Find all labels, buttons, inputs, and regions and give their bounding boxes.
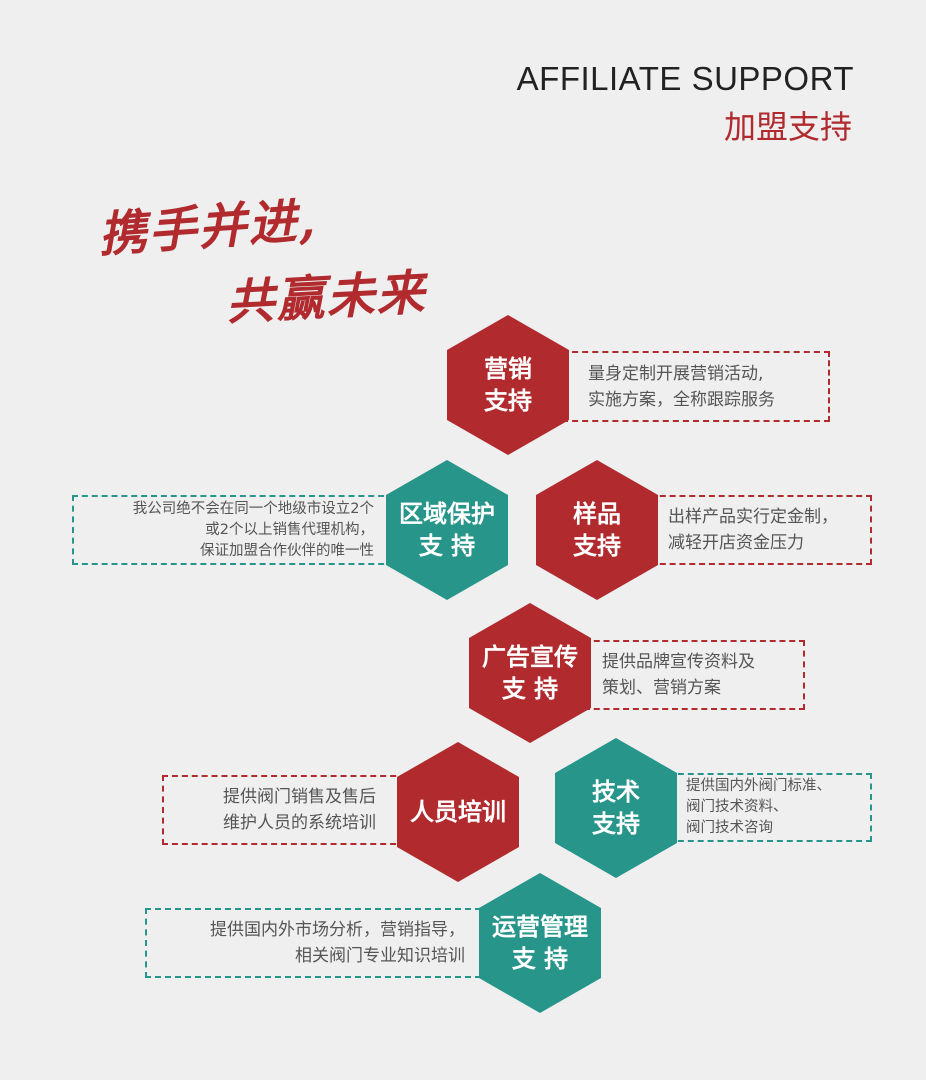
title-english: AFFILIATE SUPPORT (516, 60, 854, 97)
slogan-line-2: 共赢未来 (224, 264, 428, 332)
slogan-line-1: 携手并进, (96, 192, 319, 264)
desc-line: 或2个以上销售代理机构， (205, 521, 374, 538)
hex-title: 营销 (484, 355, 532, 383)
desc-line: 我公司绝不会在同一个地级市设立2个 (132, 500, 374, 517)
hex-title: 支持 (573, 532, 621, 560)
sample-support-description: 出样产品实行定金制， 减轻开店资金压力 (650, 495, 872, 565)
desc-line: 实施方案，全称跟踪服务 (588, 389, 775, 410)
hex-title: 支 持 (511, 945, 569, 973)
hex-title: 支 持 (418, 532, 476, 560)
desc-line: 维护人员的系统培训 (223, 813, 376, 833)
desc-line: 阀门技术咨询 (686, 820, 773, 836)
sample-support-hexagon: 样品 支持 (536, 460, 658, 600)
desc-line: 策划、营销方案 (602, 678, 721, 698)
staff-training-description: 提供阀门销售及售后 维护人员的系统培训 (162, 775, 406, 845)
advertising-support-description: 提供品牌宣传资料及 策划、营销方案 (584, 640, 805, 710)
operations-support-hexagon: 运营管理 支 持 (479, 873, 601, 1013)
desc-line: 阀门技术资料、 (686, 799, 788, 815)
territory-protection-description: 我公司绝不会在同一个地级市设立2个 或2个以上销售代理机构， 保证加盟合作伙伴的… (72, 495, 394, 565)
hex-title: 样品 (573, 500, 621, 528)
hex-title: 人员培训 (410, 798, 506, 826)
desc-line: 出样产品实行定金制， (668, 507, 838, 527)
hex-title: 广告宣传 (482, 643, 578, 671)
title-chinese: 加盟支持 (723, 108, 852, 146)
hex-title: 区域保护 (399, 500, 495, 528)
marketing-support-description: 量身定制开展营销活动, 实施方案，全称跟踪服务 (562, 351, 830, 422)
technical-support-description: 提供国内外阀门标准、 阀门技术资料、 阀门技术咨询 (668, 773, 872, 842)
hex-title: 运营管理 (492, 913, 588, 941)
hex-title: 支 持 (501, 675, 559, 703)
territory-protection-hexagon: 区域保护 支 持 (386, 460, 508, 600)
desc-line: 提供品牌宣传资料及 (602, 652, 755, 672)
marketing-support-hexagon: 营销 支持 (447, 315, 569, 455)
desc-line: 量身定制开展营销活动, (588, 363, 764, 384)
technical-support-hexagon: 技术 支持 (555, 738, 677, 878)
operations-support-description: 提供国内外市场分析，营销指导， 相关阀门专业知识培训 (145, 908, 491, 978)
desc-line: 保证加盟合作伙伴的唯一性 (200, 542, 374, 559)
advertising-support-hexagon: 广告宣传 支 持 (469, 603, 591, 743)
hex-title: 支持 (592, 810, 640, 838)
desc-line: 提供国内外市场分析，营销指导， (210, 920, 465, 940)
desc-line: 相关阀门专业知识培训 (295, 946, 465, 966)
desc-line: 提供国内外阀门标准、 (686, 778, 831, 794)
hex-title: 支持 (484, 387, 532, 415)
hex-title: 技术 (592, 778, 640, 806)
staff-training-hexagon: 人员培训 (397, 742, 519, 882)
desc-line: 减轻开店资金压力 (668, 533, 804, 553)
desc-line: 提供阀门销售及售后 (223, 787, 376, 807)
